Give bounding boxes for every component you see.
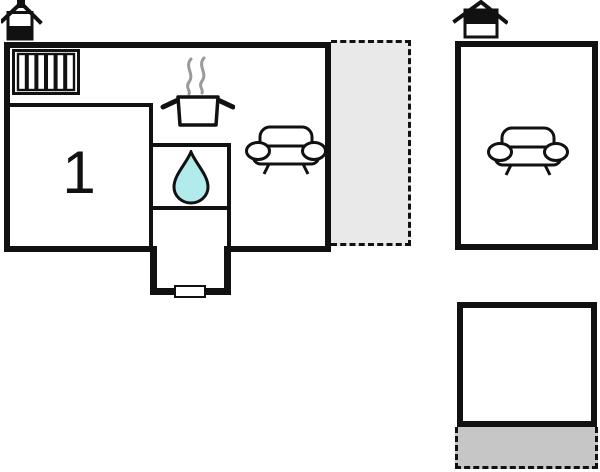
cooking-pot-icon xyxy=(160,56,235,127)
ground-floor-marker xyxy=(8,26,32,39)
doorway-opening xyxy=(157,246,224,252)
terrace-area xyxy=(331,40,411,246)
sofa-leg xyxy=(301,163,310,175)
interior-wall xyxy=(149,143,231,147)
radiator-icon xyxy=(12,49,80,95)
upper-floor-marker xyxy=(465,11,497,24)
outbuilding-outline xyxy=(457,302,597,427)
ground-floor-house-icon xyxy=(1,0,43,41)
pot-body xyxy=(176,95,220,127)
interior-wall xyxy=(149,206,231,210)
sofa-leg xyxy=(543,164,552,176)
interior-wall xyxy=(8,103,153,107)
water-drop-icon xyxy=(172,150,210,205)
radiator-slats xyxy=(16,52,76,92)
pot-handle xyxy=(160,97,181,110)
roof-lines xyxy=(1,0,43,25)
roof-lines xyxy=(452,0,508,25)
patio-area xyxy=(455,427,598,469)
pot-handle xyxy=(215,97,235,110)
sofa-leg xyxy=(504,164,513,176)
interior-wall xyxy=(227,143,231,246)
sofa-icon xyxy=(487,126,569,176)
entrance-door xyxy=(174,285,206,298)
upper-floor-house-icon xyxy=(452,0,508,39)
room-1-label: 1 xyxy=(62,139,96,206)
sofa-leg xyxy=(262,163,271,175)
interior-wall xyxy=(149,103,153,246)
sofa-icon xyxy=(245,125,327,175)
steam-lines-icon xyxy=(186,56,206,96)
